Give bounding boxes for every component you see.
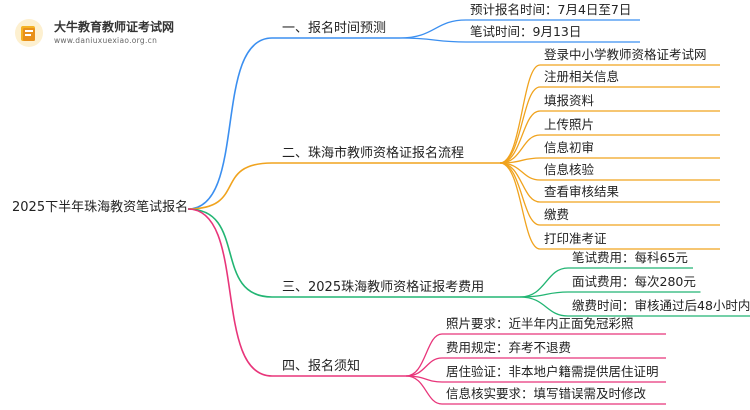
branch-label: 一、报名时间预测 (282, 20, 386, 36)
leaf-connector (499, 86, 720, 164)
leaf-label: 缴费 (544, 207, 569, 222)
leaf-label: 笔试时间：9月13日 (470, 24, 581, 39)
leaf-connector (499, 162, 720, 181)
logo-url: www.daniuxuexiao.org.cn (54, 36, 158, 45)
leaf-label: 面试费用：每次280元 (572, 274, 696, 289)
leaf-label: 查看审核结果 (544, 184, 620, 199)
leaf-connector (519, 296, 750, 317)
leaf-label: 信息核实要求：填写错误需及时修改 (446, 386, 647, 401)
leaf-label: 费用规定：弃考不退费 (446, 340, 571, 355)
leaf-label: 照片要求：近半年内正面免冠彩照 (446, 316, 634, 331)
leaf-connector (499, 162, 720, 203)
branch-label: 四、报名须知 (282, 358, 360, 374)
leaf-connector (405, 333, 666, 377)
leaf-connector (519, 267, 693, 298)
leaf-connector (399, 37, 640, 43)
leaf-connector (499, 157, 720, 164)
leaf-connector (499, 134, 720, 164)
branch-connector (187, 208, 406, 377)
leaf-label: 缴费时间：审核通过后48小时内 (572, 298, 750, 313)
leaf-connector (519, 291, 701, 298)
leaf-label: 填报资料 (544, 93, 595, 108)
leaf-label: 笔试费用：每科65元 (572, 250, 688, 265)
leaf-label: 信息核验 (544, 162, 595, 177)
leaf-connector (405, 375, 666, 405)
root-topic: 2025下半年珠海教资笔试报名 (12, 199, 188, 215)
leaf-connector (405, 357, 666, 377)
branch-connector (187, 37, 400, 210)
branch-connector (187, 208, 520, 298)
leaf-label: 预计报名时间：7月4日至7日 (470, 2, 631, 17)
leaf-connector (499, 110, 720, 164)
leaf-label: 居住验证：非本地户籍需提供居住证明 (446, 364, 659, 379)
branch-label: 三、2025珠海教师资格证报考费用 (282, 279, 484, 295)
leaf-label: 登录中小学教师资格证考试网 (544, 47, 707, 62)
branch-connector (187, 162, 500, 210)
site-logo: 大牛教育教师证考试网 www.daniuxuexiao.org.cn (14, 12, 174, 52)
leaf-connector (499, 162, 720, 250)
leaf-label: 信息初审 (544, 140, 594, 155)
logo-book-icon (15, 19, 43, 47)
leaf-label: 上传照片 (544, 117, 594, 132)
logo-name: 大牛教育教师证考试网 (54, 20, 175, 34)
leaf-connector (399, 19, 640, 39)
leaf-connector (499, 64, 720, 164)
leaf-label: 注册相关信息 (544, 69, 619, 84)
branch-label: 二、珠海市教师资格证报名流程 (282, 145, 464, 161)
leaf-label: 打印准考证 (544, 231, 607, 246)
